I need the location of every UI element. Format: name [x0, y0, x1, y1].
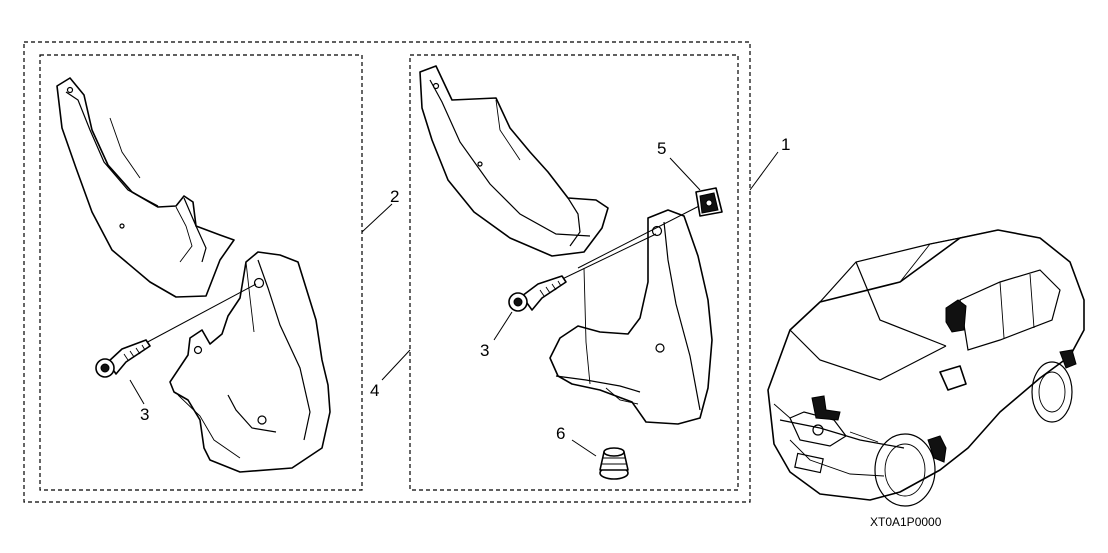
front-mud-guard-lower [549, 209, 713, 425]
vehicle-location-illustration [767, 229, 1085, 507]
callout-3-right: 3 [480, 341, 489, 360]
callout-2: 2 [390, 187, 399, 206]
diagram-code: XT0A1P0000 [870, 515, 942, 529]
rear-mud-guard-lower [169, 251, 331, 473]
rear-mud-guard-upper [56, 77, 235, 298]
push-clip-6 [599, 447, 629, 480]
callout-5: 5 [657, 139, 666, 158]
right-screw-3 [508, 233, 657, 312]
kit-outline-1 [23, 41, 751, 503]
callout-6: 6 [556, 424, 565, 443]
callout-3-left: 3 [140, 405, 149, 424]
callout-1: 1 [781, 135, 790, 154]
callout-leaders [129, 151, 779, 457]
set-outline-4 [409, 54, 739, 491]
set-outline-2 [39, 54, 363, 491]
callout-4: 4 [370, 381, 379, 400]
clip-nut-5 [577, 187, 723, 269]
front-mud-guard-upper [419, 65, 609, 257]
left-screw-3 [95, 283, 257, 378]
